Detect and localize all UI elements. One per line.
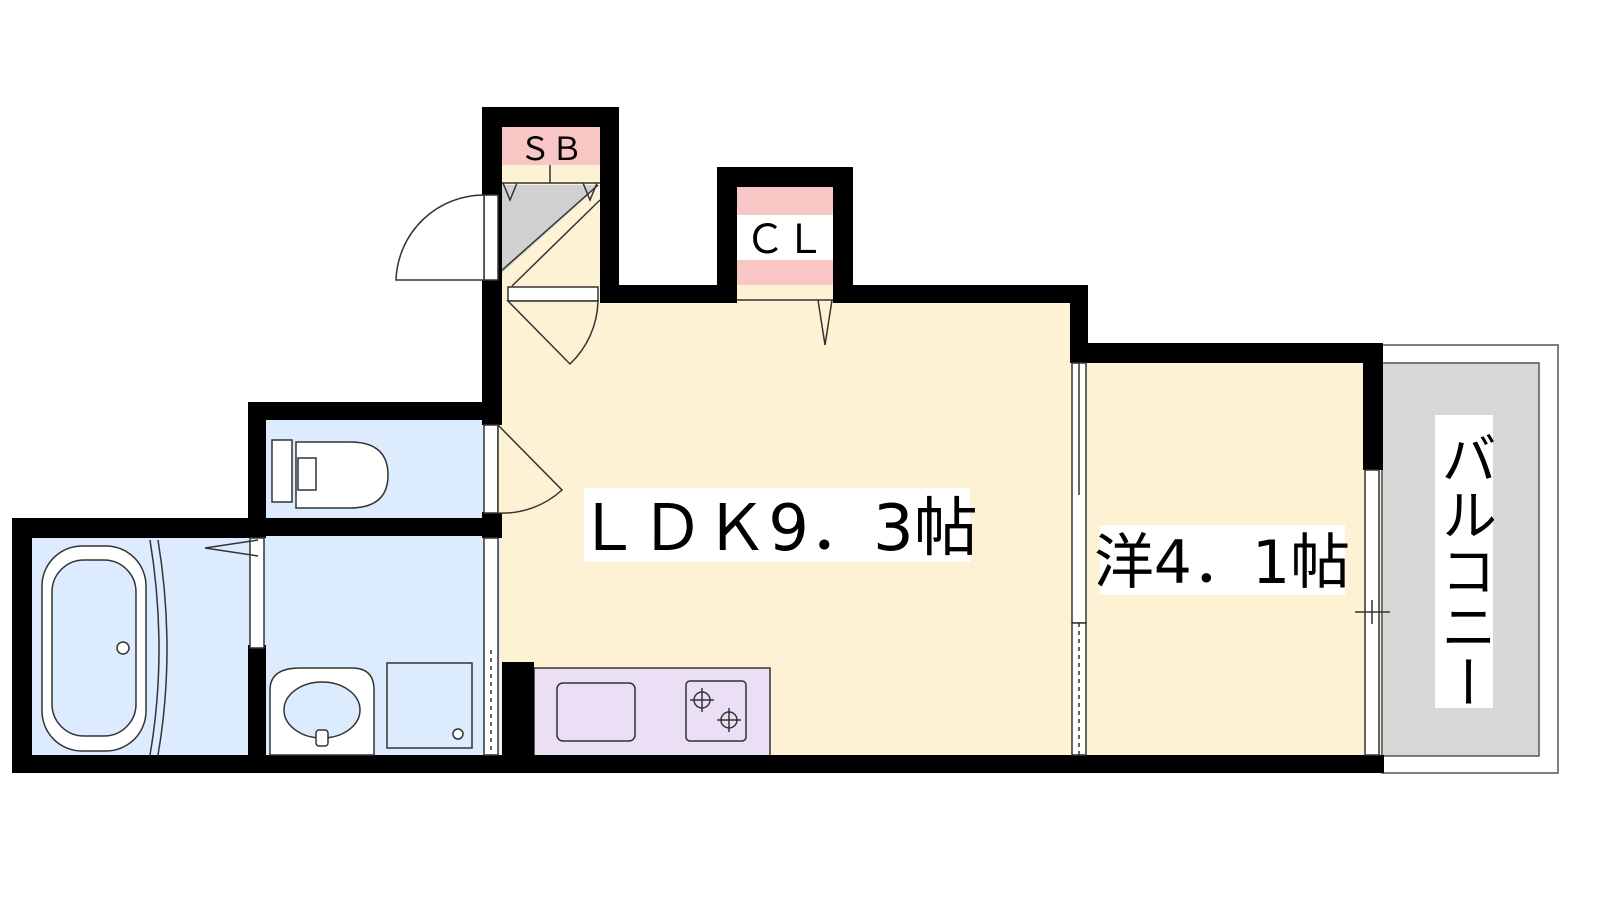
faucet (315, 729, 329, 747)
entrance-step-line-2 (511, 199, 601, 287)
toilet-seat-hinge (297, 457, 317, 491)
closet-band (735, 185, 847, 215)
shoe-box-door-left (502, 182, 518, 202)
closet-door-mark (817, 299, 833, 346)
shoe-box-label: ＳＢ (519, 130, 583, 168)
washer-drain (452, 728, 464, 740)
western-label-bg (1100, 525, 1345, 595)
closet-label-bg (737, 215, 833, 260)
bath-curtain (149, 539, 160, 756)
bath-curtain-2 (157, 539, 168, 756)
walls (12, 107, 1384, 773)
shoe-box-band (500, 125, 613, 165)
ldk-label: ＬＤＫ9．3帖 (576, 492, 977, 566)
door-swings (249, 194, 599, 649)
toilet-bowl (295, 441, 389, 509)
balcony-label-bg (1435, 415, 1493, 708)
entrance-step-line (499, 184, 599, 273)
entrance-floor-2 (500, 185, 600, 285)
closet-label: ＣＬ (745, 217, 825, 263)
stove (685, 680, 747, 742)
western-label: 洋4．1帖 (1094, 528, 1350, 598)
closet-band-bottom (735, 260, 847, 285)
bath-door-swing (204, 539, 259, 557)
burner-icon (690, 688, 741, 732)
balcony-label: バルコニー (1432, 430, 1497, 710)
ldk-label-bg (584, 488, 970, 562)
toilet-tank (271, 439, 293, 503)
kitchen-sink (556, 682, 636, 742)
bathtub-inner (51, 559, 137, 737)
shoe-box-door-right (582, 182, 598, 202)
bathtub-drain (116, 641, 130, 655)
